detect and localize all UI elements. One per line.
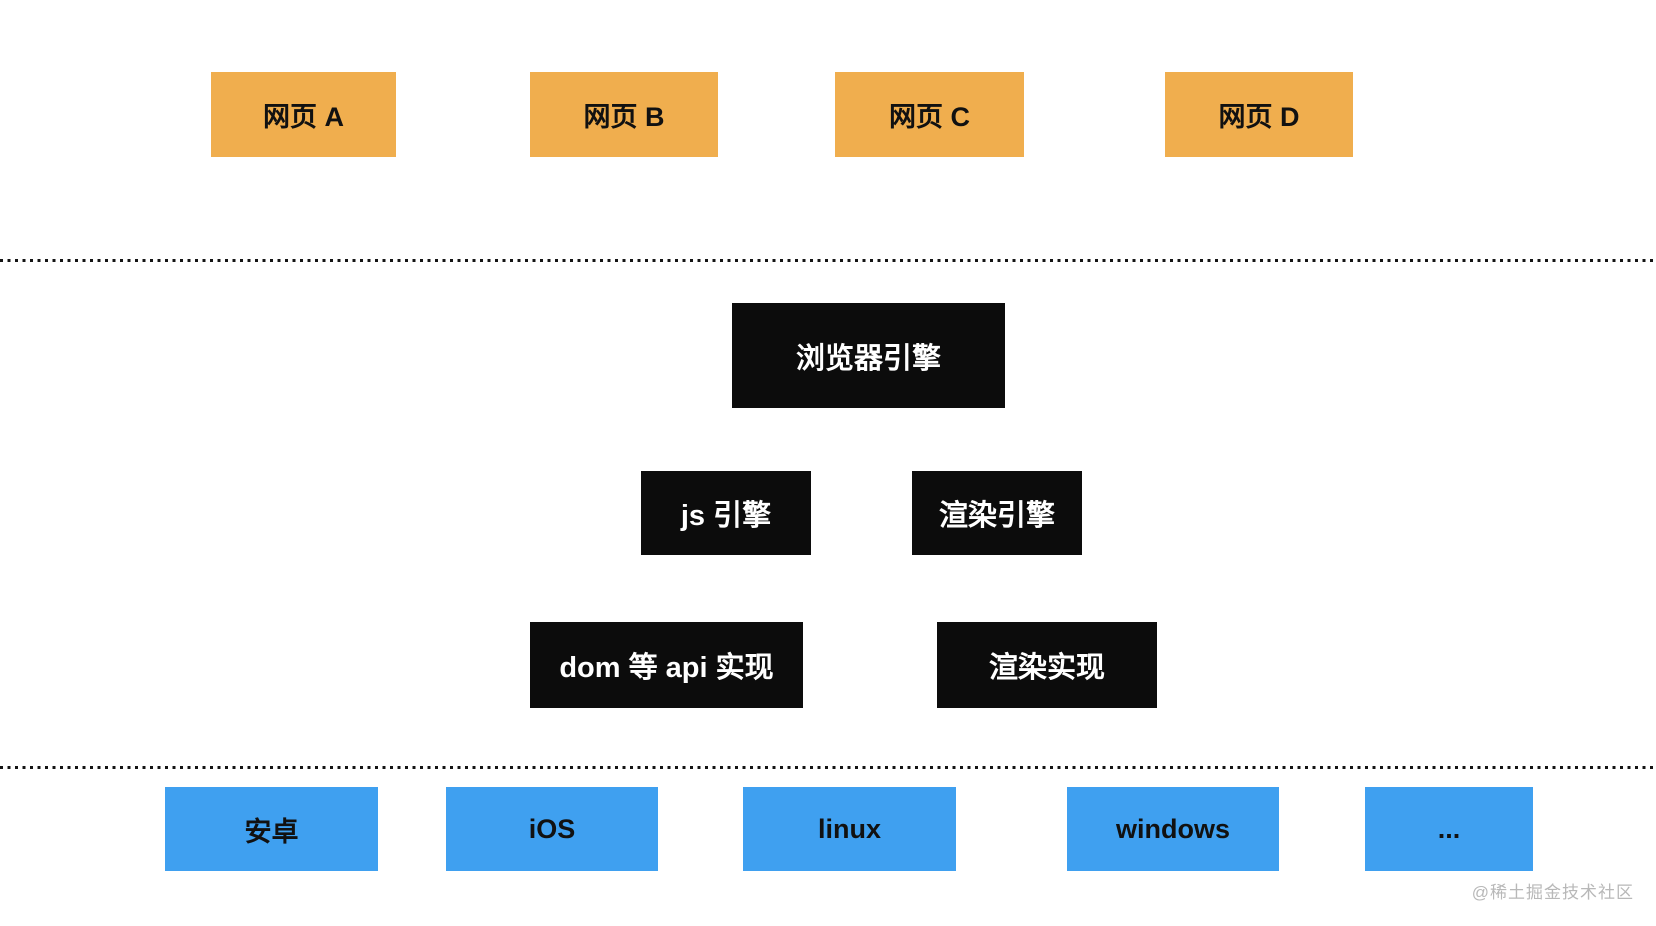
- dom-api-impl-box: dom 等 api 实现: [530, 622, 803, 708]
- webpage-box-c: 网页 C: [835, 72, 1024, 157]
- platform-label-windows: windows: [1116, 813, 1230, 844]
- webpage-label-a: 网页 A: [263, 102, 344, 132]
- webpage-box-a: 网页 A: [211, 72, 396, 157]
- platform-box-android: 安卓: [165, 787, 378, 871]
- platform-label-linux: linux: [817, 813, 881, 844]
- render-engine-box: 渲染引擎: [912, 471, 1082, 555]
- browser-engine-label: 浏览器引擎: [795, 342, 941, 375]
- webpage-label-c: 网页 C: [889, 102, 970, 132]
- render-impl-box: 渲染实现: [937, 622, 1157, 708]
- platform-box-linux: linux: [743, 787, 956, 871]
- separator-dotted-bottom: [0, 766, 1656, 769]
- platform-box-ios: iOS: [446, 787, 658, 871]
- render-engine-label: 渲染引擎: [938, 500, 1055, 532]
- webpage-label-d: 网页 D: [1218, 102, 1300, 132]
- platform-label-ios: iOS: [528, 813, 576, 844]
- watermark: @稀土掘金技术社区: [1471, 883, 1634, 902]
- webpage-box-b: 网页 B: [530, 72, 718, 157]
- browser-engine-box: 浏览器引擎: [732, 303, 1005, 408]
- webpage-box-d: 网页 D: [1165, 72, 1353, 157]
- platform-label-android: 安卓: [244, 816, 299, 847]
- js-engine-box: js 引擎: [641, 471, 811, 555]
- dom-api-impl-label: dom 等 api 实现: [559, 652, 774, 684]
- webpage-label-b: 网页 B: [583, 102, 665, 132]
- separator-dotted-top: [0, 259, 1656, 262]
- platform-label-more: ...: [1437, 813, 1461, 844]
- js-engine-label: js 引擎: [680, 500, 772, 532]
- platform-box-windows: windows: [1067, 787, 1279, 871]
- render-impl-label: 渲染实现: [988, 652, 1105, 684]
- platform-box-more: ...: [1365, 787, 1533, 871]
